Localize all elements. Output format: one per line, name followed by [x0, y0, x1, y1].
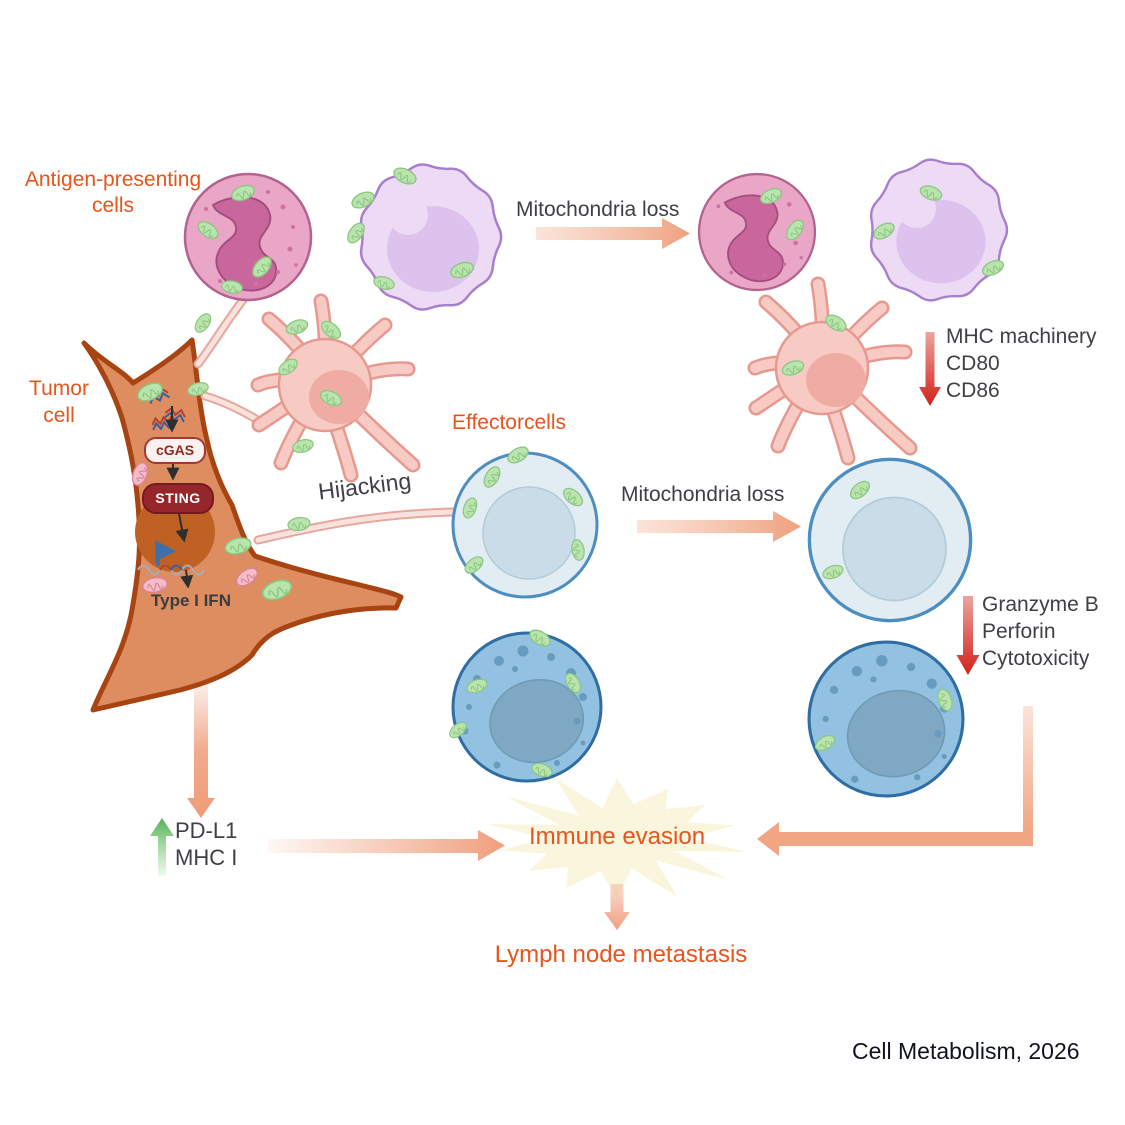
mitochondria-loss-arrow-top — [536, 218, 690, 249]
lymph-node-metastasis-label: Lymph node metastasis — [494, 941, 748, 968]
mhc-machinery-label: MHC machinery — [946, 325, 1097, 348]
upregulation-green-arrow — [150, 818, 174, 876]
transcription-arrow — [155, 540, 177, 566]
mitochondria-loss-label-top: Mitochondria loss — [516, 198, 680, 221]
tumor-down-arrow — [187, 668, 215, 818]
cd80-label: CD80 — [946, 352, 1000, 375]
type1-ifn-label: Type I IFN — [151, 591, 231, 610]
right-to-evasion-arrow — [757, 822, 1033, 856]
granzyme-down-red-arrow — [956, 596, 980, 675]
cytotoxicity-label: Cytotoxicity — [982, 647, 1090, 670]
effector-cells-label: Effectorcells — [452, 411, 566, 434]
mitochondria-loss-arrow-mid — [637, 511, 801, 542]
mhc-down-red-arrow — [919, 332, 941, 406]
cgas-badge: cGAS — [144, 437, 206, 464]
citation-label: Cell Metabolism, 2026 — [852, 1038, 1080, 1064]
mhc1-label: MHC I — [175, 845, 238, 870]
perforin-label: Perforin — [982, 620, 1056, 643]
cytotoxicity-downregulation-list: Granzyme B Perforin Cytotoxicity — [982, 591, 1099, 672]
effector-dark-cell-right — [807, 640, 965, 798]
evasion-to-lymph-arrow — [604, 884, 630, 930]
tumor-cell-label: Tumor cell — [29, 377, 89, 428]
immune-evasion-starburst — [487, 778, 748, 899]
granzyme-b-label: Granzyme B — [982, 593, 1099, 616]
mhc-downregulation-list: MHC machinery CD80 CD86 — [946, 323, 1097, 404]
effector-light-cell-right — [807, 457, 973, 623]
sting-badge: STING — [142, 483, 214, 514]
immune-evasion-label: Immune evasion — [528, 823, 706, 850]
dendritic-cell-right — [755, 284, 910, 458]
cd86-label: CD86 — [946, 379, 1000, 402]
cgas-sting-pathway-arrows — [165, 406, 194, 589]
pdl1-label: PD-L1 — [175, 818, 238, 843]
tumor-upregulation-list: PD-L1 MHC I — [175, 817, 237, 871]
effector-light-cell-left — [451, 451, 599, 599]
effector-dark-cell-left — [451, 631, 603, 783]
apc-label: Antigen-presenting cells — [24, 168, 202, 218]
pdl1-to-evasion-arrow — [268, 830, 505, 861]
mitochondria-loss-label-mid: Mitochondria loss — [621, 483, 785, 506]
cytotoxicity-elbow-line — [1023, 706, 1033, 832]
